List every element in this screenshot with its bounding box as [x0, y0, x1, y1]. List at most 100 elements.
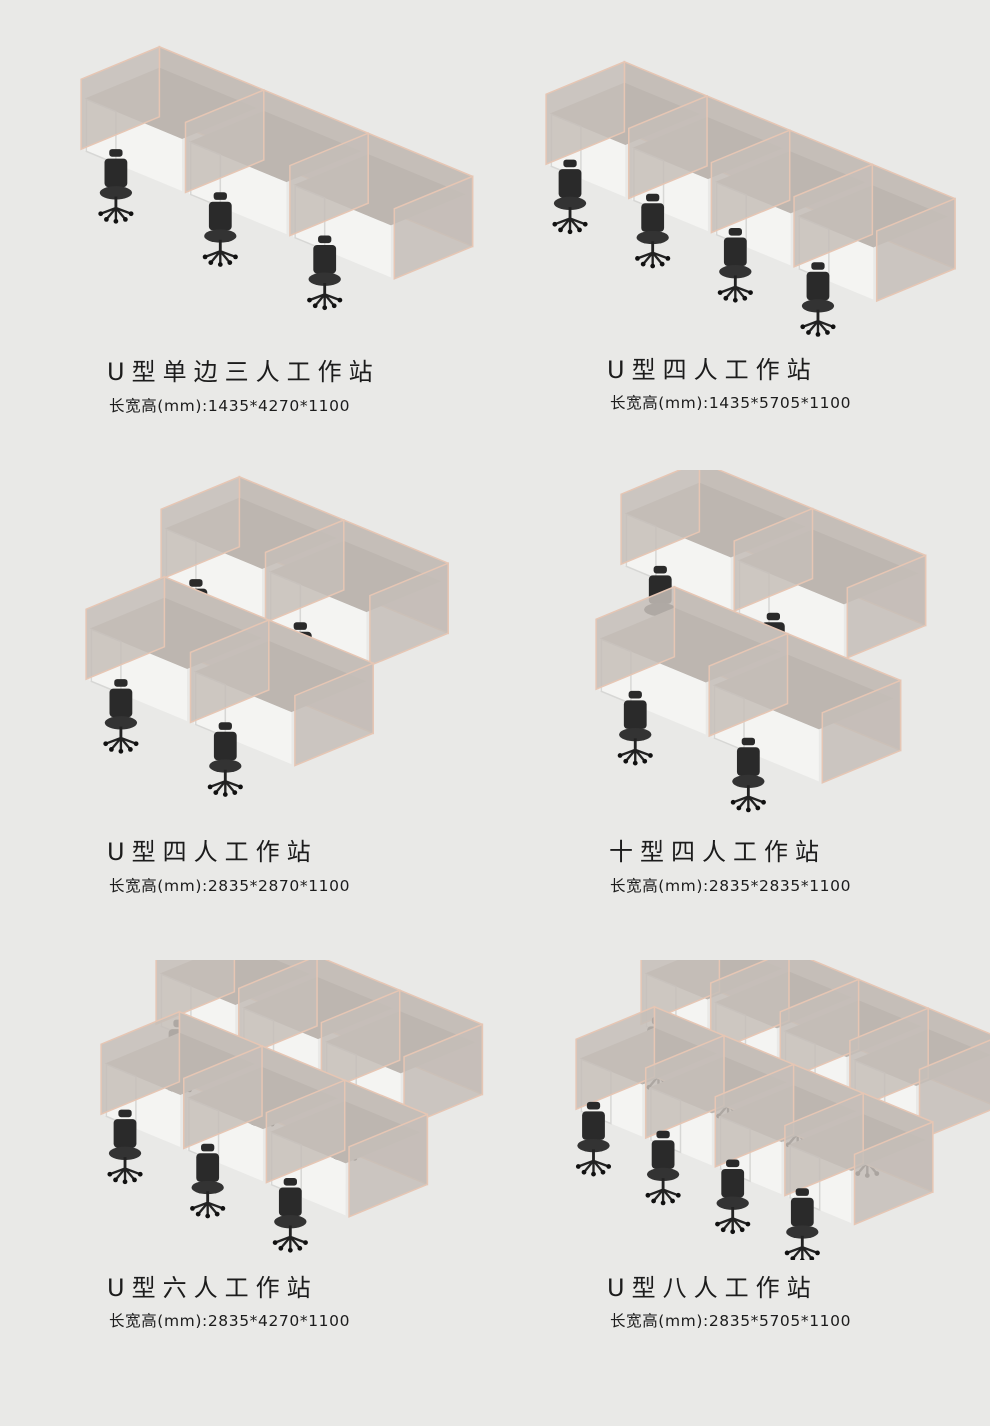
- side-partition: [709, 960, 790, 1055]
- chair-leg: [197, 1201, 209, 1215]
- chair-leg: [569, 217, 581, 231]
- chair-wheel: [558, 227, 563, 233]
- chair-leg: [204, 250, 221, 259]
- side-partition: [714, 1063, 795, 1168]
- chair-back: [582, 1111, 605, 1140]
- chair-headrest: [766, 612, 780, 621]
- side-partition: [155, 960, 236, 1026]
- chair-leg: [634, 748, 651, 757]
- chair-wheel: [632, 760, 638, 766]
- product-title: U型八人工作站: [607, 1274, 818, 1302]
- chair-seat: [786, 1225, 819, 1239]
- chair-wheel: [278, 1245, 284, 1251]
- chair-leg: [801, 1246, 818, 1255]
- chair-leg: [314, 293, 326, 307]
- chair-leg: [592, 1160, 604, 1173]
- side-partition: [264, 518, 345, 624]
- chair-wheel: [670, 1198, 675, 1204]
- chair-headrest: [811, 262, 825, 270]
- office-chair: [715, 1159, 751, 1235]
- chair-wheel: [648, 753, 653, 758]
- chair-wheel: [815, 332, 821, 337]
- chair-wheel: [222, 792, 228, 797]
- chair-leg: [219, 250, 236, 259]
- chair-headrest: [726, 1159, 740, 1168]
- chair-leg: [289, 1235, 306, 1244]
- side-partition: [369, 562, 449, 667]
- chair-wheel: [217, 262, 223, 267]
- chair-headrest: [213, 192, 227, 200]
- chair-wheel: [665, 256, 671, 261]
- chair-wheel: [635, 256, 640, 261]
- side-partition: [183, 1044, 263, 1150]
- chair-leg: [722, 1217, 734, 1231]
- chair-leg: [114, 1167, 126, 1181]
- chair-leg: [207, 1201, 224, 1210]
- chair-wheel: [715, 1221, 720, 1227]
- chair-leg: [323, 293, 336, 307]
- chair-seat: [636, 230, 669, 245]
- product-title: U型单边三人工作站: [107, 358, 380, 386]
- office-chair: [617, 690, 653, 766]
- chair-leg: [583, 1160, 595, 1173]
- chair-leg: [802, 319, 819, 328]
- chair-wheel: [577, 227, 582, 233]
- chair-wheel: [287, 1247, 293, 1253]
- chair-wheel: [642, 758, 648, 764]
- side-partition: [320, 989, 401, 1094]
- side-partition: [189, 618, 270, 724]
- chair-wheel: [297, 1245, 303, 1251]
- chair-back: [313, 245, 337, 274]
- chair-headrest: [318, 235, 332, 244]
- office-chair: [645, 1130, 681, 1206]
- chair-wheel: [745, 807, 751, 813]
- chair-wheel: [118, 748, 124, 754]
- chair-leg: [619, 748, 636, 757]
- chair-wheel: [675, 1192, 681, 1198]
- product-card-u-6: U型六人工作站 长宽高(mm):2835*4270*1100: [0, 960, 495, 1426]
- chair-headrest: [628, 690, 642, 699]
- chair-seat: [719, 265, 752, 279]
- chair-wheel: [806, 330, 811, 335]
- side-partition: [620, 470, 701, 566]
- chair-wheel: [552, 221, 558, 227]
- office-chair: [552, 159, 588, 235]
- chair-leg: [224, 780, 236, 794]
- product-dimensions: 长宽高(mm):2835*4270*1100: [109, 1312, 351, 1330]
- office-chair: [730, 737, 766, 813]
- chair-wheel: [195, 1211, 201, 1217]
- chair-back: [723, 237, 747, 266]
- side-partition: [846, 554, 927, 659]
- chair-wheel: [800, 324, 806, 330]
- side-partition: [628, 94, 708, 200]
- side-partition: [238, 960, 318, 1060]
- chair-leg: [647, 1188, 664, 1197]
- side-partition: [100, 1010, 181, 1116]
- chair-wheel: [123, 217, 128, 222]
- chair-wheel: [337, 297, 343, 303]
- chair-leg: [747, 795, 759, 809]
- chair-leg: [642, 251, 654, 265]
- chair-wheel: [207, 784, 213, 790]
- chair-leg: [624, 749, 637, 762]
- chair-wheel: [742, 295, 748, 301]
- side-partition: [393, 175, 474, 280]
- chair-wheel: [799, 1258, 805, 1260]
- chair-leg: [114, 207, 127, 221]
- chair-wheel: [133, 741, 139, 747]
- chair-wheel: [730, 1229, 736, 1235]
- chair-headrest: [646, 193, 660, 202]
- office-chair: [207, 722, 243, 797]
- chair-wheel: [755, 805, 761, 811]
- side-partition: [403, 1023, 484, 1128]
- chair-wheel: [815, 1250, 820, 1256]
- side-partition: [821, 679, 902, 784]
- side-partition: [640, 960, 721, 1026]
- chair-leg: [732, 795, 749, 804]
- chair-back: [196, 1153, 220, 1182]
- side-partition: [918, 1039, 990, 1141]
- chair-wheel: [190, 1206, 195, 1211]
- chair-leg: [662, 1188, 674, 1202]
- chair-leg: [577, 1159, 594, 1168]
- chair-leg: [652, 251, 669, 260]
